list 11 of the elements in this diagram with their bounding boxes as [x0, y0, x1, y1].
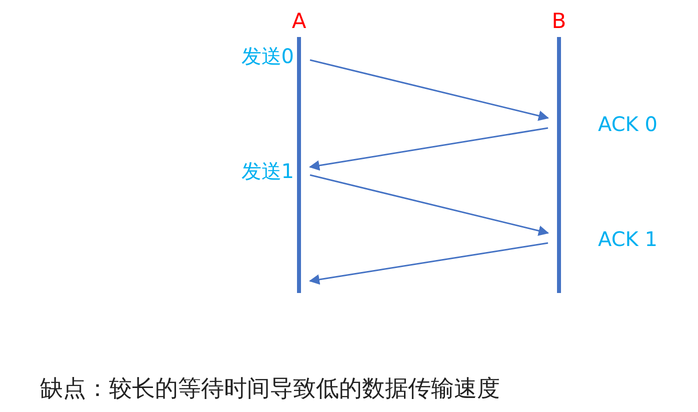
edge-label: ACK 1	[598, 227, 658, 251]
edge-label: ACK 0	[598, 112, 658, 136]
edge-label: 发送0	[241, 44, 294, 68]
arrow	[310, 59, 550, 121]
lifeline-title: A	[290, 8, 308, 34]
arrow	[310, 174, 550, 236]
arrow	[308, 242, 548, 285]
edge-label: 发送1	[241, 159, 294, 183]
lifeline-title: B	[550, 8, 568, 34]
arrow	[308, 127, 548, 171]
caption: 缺点：较长的等待时间导致低的数据传输速度	[40, 375, 500, 404]
